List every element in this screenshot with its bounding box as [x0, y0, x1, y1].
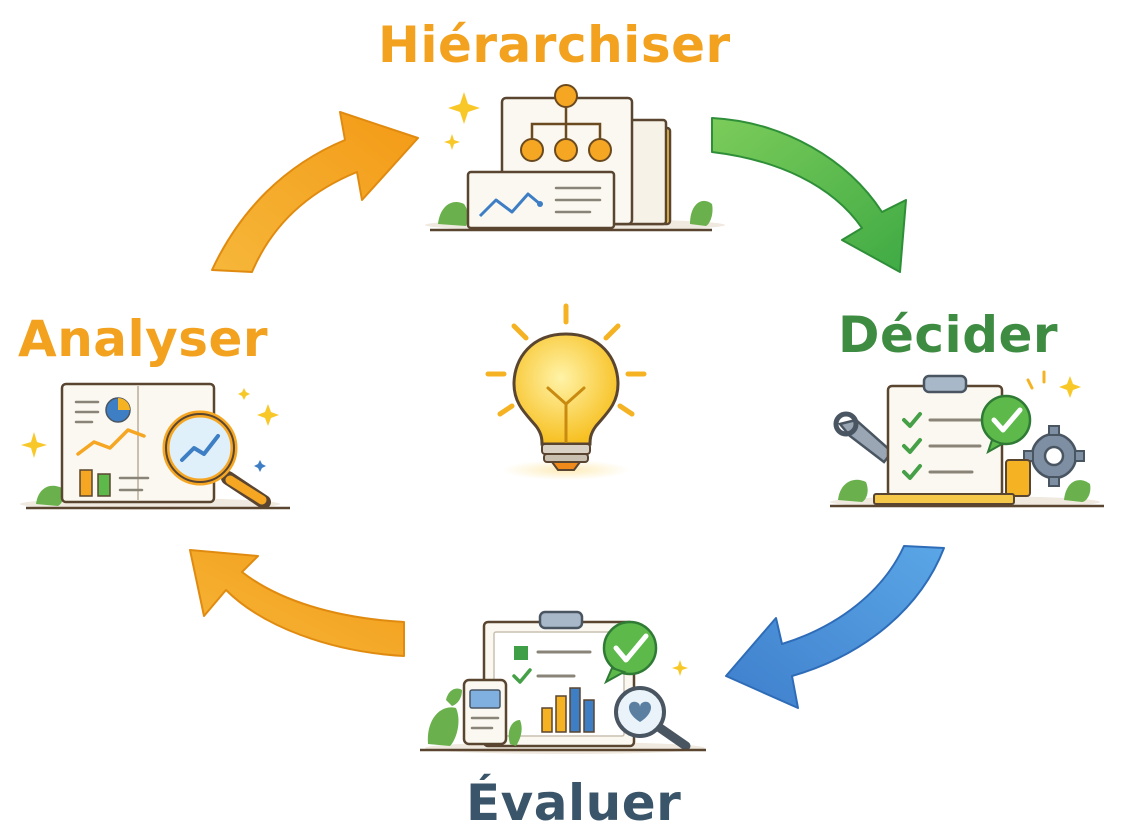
- step-label-hierarchiser: Hiérarchiser: [378, 16, 731, 74]
- lightbulb-icon: [485, 303, 647, 480]
- arrow-decider-to-evaluer: [725, 545, 945, 709]
- arrow-hierarchiser-to-decider: [711, 117, 907, 273]
- checklist-clipboard-icon: [830, 370, 1104, 508]
- hierarchy-document-icon: [425, 84, 725, 232]
- arrow-analyser-to-hierarchiser: [211, 111, 419, 273]
- analysis-magnifier-icon: [20, 382, 290, 510]
- arrow-evaluer-to-analyser: [189, 549, 405, 657]
- step-label-evaluer: Évaluer: [466, 774, 682, 832]
- evaluation-report-icon: [420, 610, 706, 754]
- step-label-decider: Décider: [838, 306, 1059, 364]
- step-label-analyser: Analyser: [18, 310, 269, 368]
